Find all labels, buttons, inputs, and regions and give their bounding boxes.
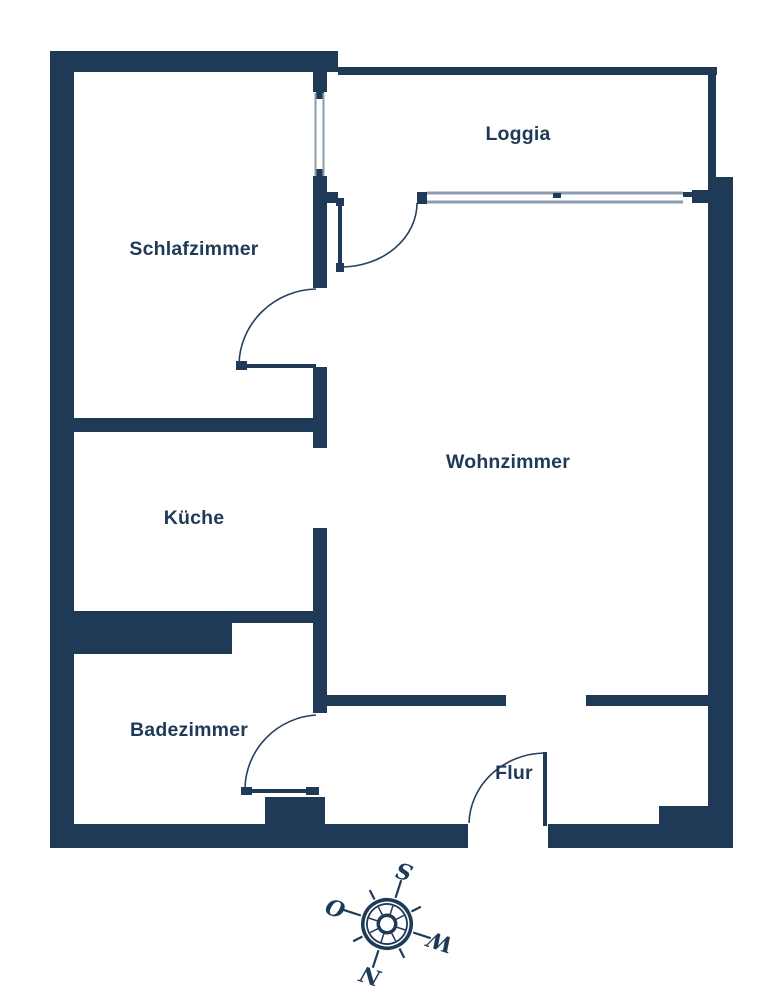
loggia-wall-right (708, 67, 716, 177)
compass-spoke (368, 917, 381, 923)
loggia-window-jamb-left (417, 192, 427, 204)
room-label-badezimmer: Badezimmer (130, 719, 248, 741)
outer-wall-right (708, 177, 733, 848)
compass-letter-south: S (393, 856, 416, 886)
outer-wall-bottom-left (50, 824, 468, 848)
core-wall-upper (313, 72, 327, 92)
room-labels-layer: Schlafzimmer LoggiaWohnzimmerKücheBadezim… (129, 123, 570, 784)
compass-spoke (377, 906, 385, 919)
room-label-kueche: Küche (164, 507, 225, 529)
schlafzimmer-door-cap (236, 361, 247, 370)
core-wall-mid-a (313, 176, 327, 288)
badezimmer-door-cap-a (241, 787, 252, 795)
window-tongue-bottom (316, 169, 324, 176)
entry-step-block (659, 806, 709, 826)
compass-spoke (392, 914, 405, 922)
loggia-door-stub (327, 192, 338, 203)
compass-letter-west: W (422, 924, 456, 957)
schlafzimmer-door-arc (238, 288, 317, 365)
schlafzimmer-window-pane-b (322, 93, 325, 176)
compass-outer-ring (360, 897, 414, 951)
badezimmer-door-leaf (243, 789, 316, 793)
windows-layer (314, 93, 692, 204)
entry-door-arc (468, 752, 545, 824)
compass-ray (411, 905, 422, 913)
compass-spoke (380, 930, 386, 943)
compass-spoke (369, 926, 382, 934)
compass-spoke (389, 929, 397, 942)
compass-ray (412, 931, 432, 940)
outer-wall-left (50, 51, 74, 848)
compass-spoke (393, 925, 406, 931)
badezimmer-door-cap-b (306, 787, 319, 795)
loggia-door-arc (341, 202, 418, 268)
window-tongue-top (316, 92, 324, 99)
core-wall-mid-b (313, 367, 327, 448)
bath-wall-block (265, 797, 325, 825)
loggia-window-jamb-right (692, 190, 708, 203)
badezimmer-door-arc (244, 714, 317, 789)
loggia-window-pane-bottom (427, 200, 683, 204)
compass-ray (394, 879, 403, 899)
wall-kueche-badezimmer (74, 611, 327, 623)
room-label-wohnzimmer: Wohnzimmer (446, 451, 570, 473)
loggia-door-cap-top (336, 198, 344, 206)
flur-wall-left (327, 695, 506, 706)
schlafzimmer-door-leaf (238, 364, 316, 368)
loggia-window-tick-right (683, 192, 692, 197)
compass-letter-east: O (323, 892, 349, 923)
outer-wall-bottom-right (548, 824, 733, 848)
room-label-flur: Flur (495, 762, 533, 784)
compass-spoke (388, 905, 394, 918)
doors-layer (236, 198, 547, 826)
flur-wall-right (586, 695, 708, 706)
compass-rose: N O S W (323, 856, 457, 992)
compass-ray (371, 949, 380, 969)
compass-letter-north: N (356, 960, 385, 992)
room-label-schlafzimmer: Schlafzimmer (129, 238, 258, 260)
badezimmer-top-block (74, 623, 232, 654)
outer-wall-top (50, 51, 338, 72)
wall-schlafzimmer-kueche (74, 418, 327, 432)
schlafzimmer-window-pane-a (314, 93, 317, 176)
compass-ray (398, 948, 406, 959)
compass-ray (352, 935, 363, 943)
compass-inner-ring (366, 903, 408, 945)
compass-group: N O S W (323, 856, 457, 992)
loggia-door-cap-end (336, 263, 344, 272)
compass-ray (368, 889, 376, 900)
walls-layer (50, 51, 733, 848)
loggia-wall-top (338, 67, 717, 75)
compass-ray (342, 908, 362, 917)
entry-door-leaf (543, 752, 547, 826)
loggia-window-tick-center (553, 193, 561, 198)
room-label-loggia: Loggia (485, 123, 550, 145)
compass-hub (376, 913, 398, 935)
loggia-door-leaf (338, 203, 342, 269)
